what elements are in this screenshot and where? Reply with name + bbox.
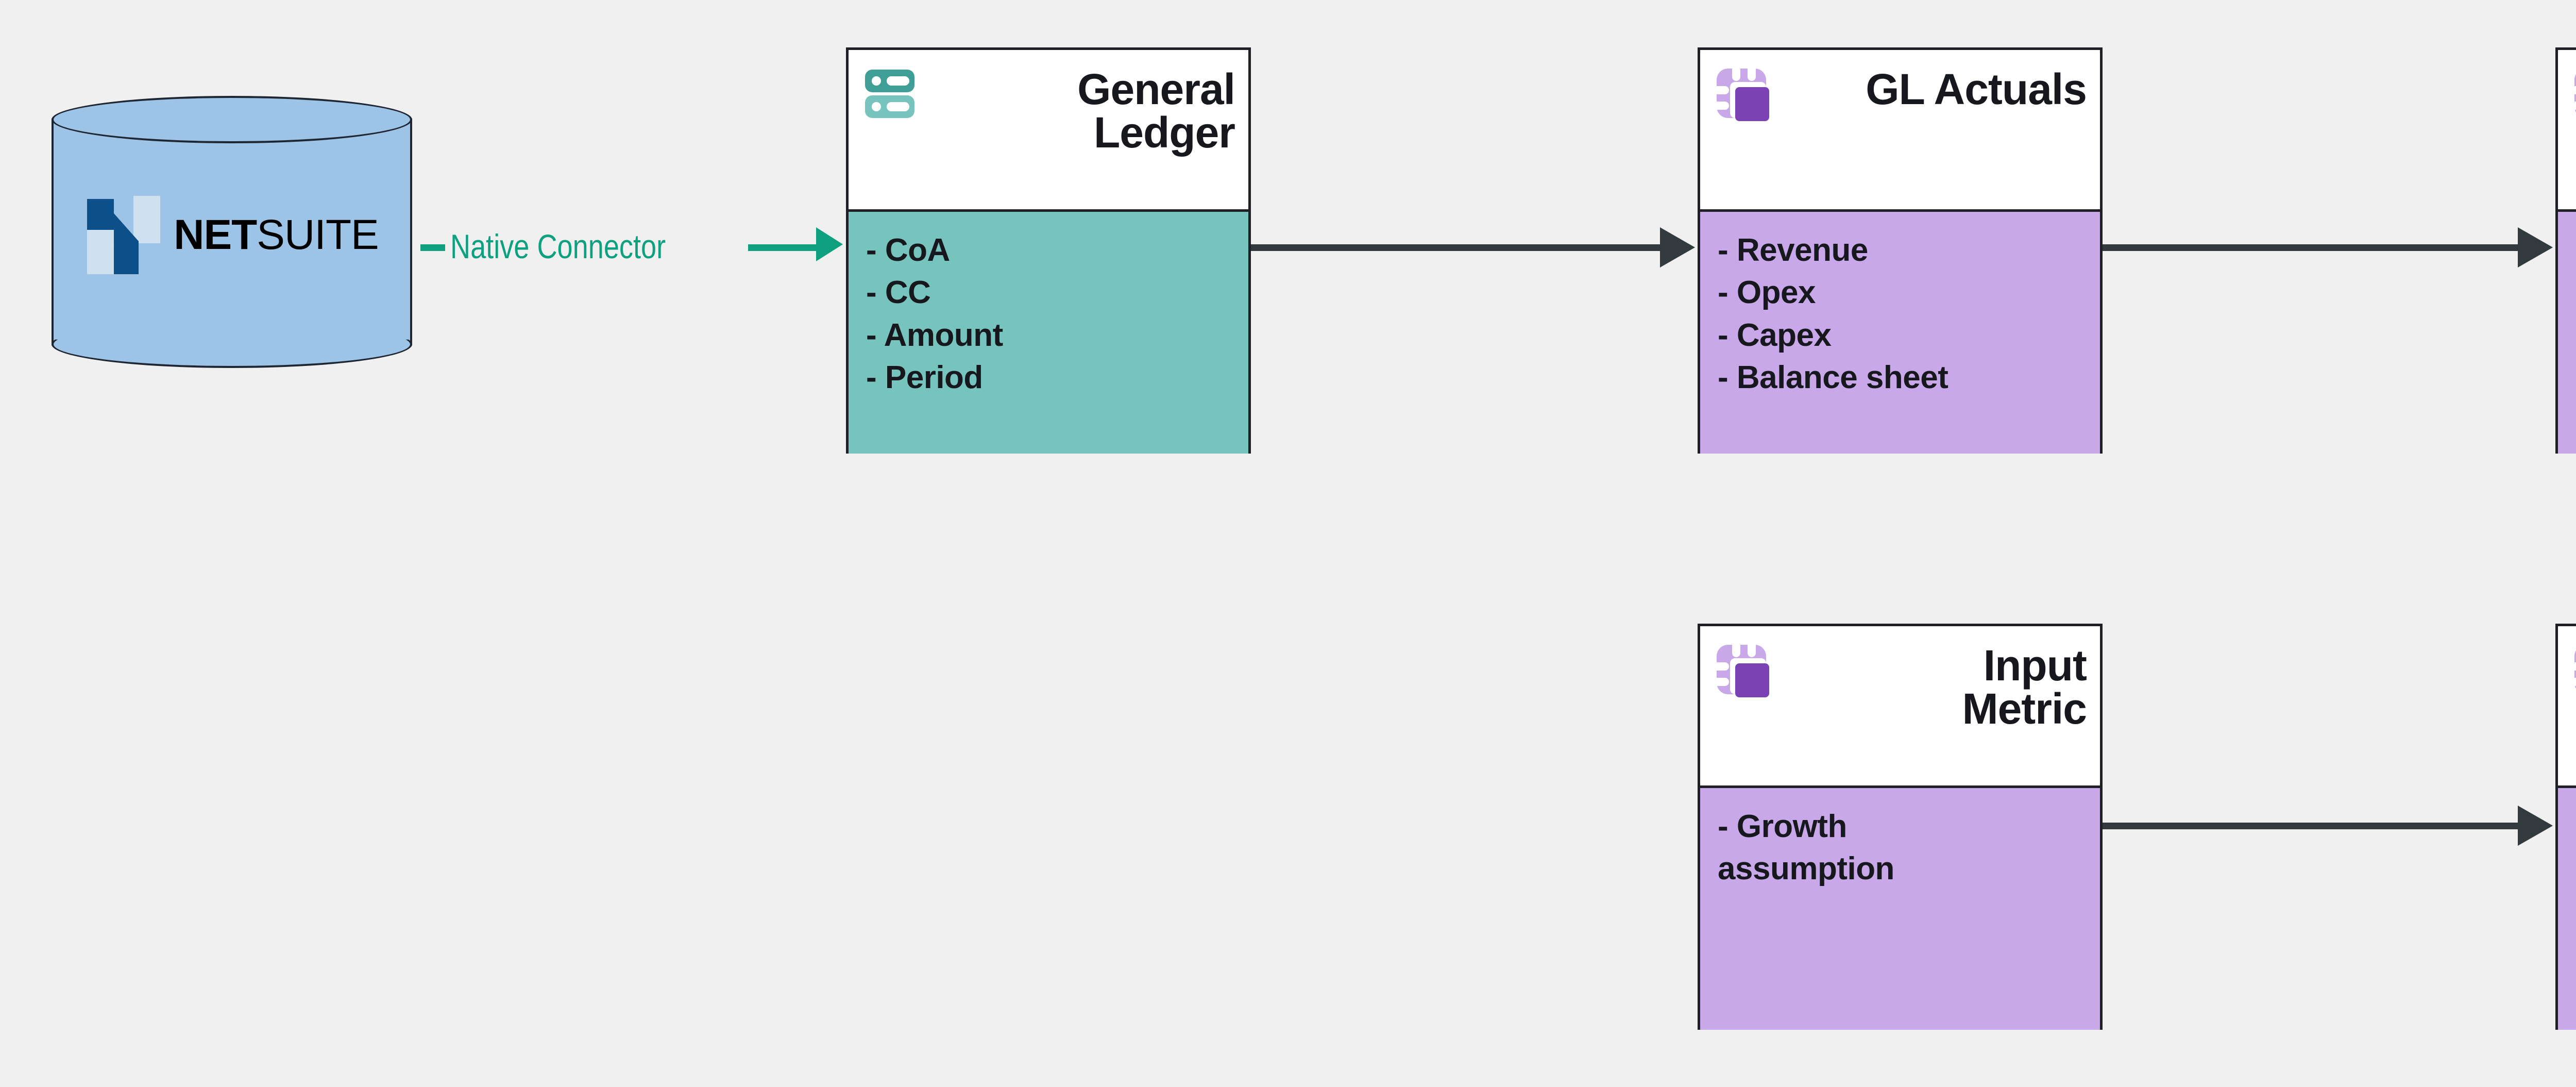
list-item: - Amount: [866, 317, 1003, 353]
list-item: - Revenue: [1718, 232, 1868, 268]
netsuite-logo: NETSUITE: [52, 196, 412, 274]
list-item: - Capex: [1718, 317, 1832, 353]
node-general-ledger[interactable]: General Ledger - CoA - CC - Amount - Per…: [846, 47, 1251, 454]
cylinder-top-ellipse: [52, 96, 412, 143]
node-gl-actuals-title: GL Actuals: [1866, 65, 2087, 113]
list-item: - Growth assumption: [1718, 809, 1894, 887]
chip-icon: [1714, 65, 1769, 121]
node-revenue-actuals-body: - Revenue data: [2558, 212, 2576, 454]
edge-gl-to-glactuals-line: [1251, 244, 1663, 251]
edge-netsuite-to-gl-stub: [420, 244, 445, 251]
edge-inputmetric-to-revforecast-line: [2103, 823, 2521, 829]
node-revenue-actuals-header: Revenue Actuals: [2558, 50, 2576, 212]
node-revenue-actuals[interactable]: Revenue Actuals - Revenue data: [2555, 47, 2576, 454]
node-gl-actuals-body: - Revenue - Opex - Capex - Balance sheet: [1700, 212, 2100, 454]
node-input-metric-body: - Growth assumption: [1700, 788, 2100, 1030]
node-input-metric-header: Input Metric: [1700, 626, 2100, 788]
server-icon: [862, 65, 918, 121]
node-general-ledger-header: General Ledger: [849, 50, 1248, 212]
edge-inputmetric-to-revforecast-arrowhead: [2518, 806, 2553, 846]
netsuite-wordmark-bold: NET: [174, 211, 257, 258]
node-input-metric[interactable]: Input Metric - Growth assumption: [1698, 624, 2103, 1030]
edge-glactuals-to-revactuals-line: [2103, 244, 2521, 251]
node-revenue-forecast-header: Revenue Forecast: [2558, 626, 2576, 788]
list-item: - CoA: [866, 232, 950, 268]
node-gl-actuals[interactable]: GL Actuals - Revenue - Opex - Capex - Ba…: [1698, 47, 2103, 454]
edge-glactuals-to-revactuals-arrowhead: [2518, 227, 2553, 267]
node-gl-actuals-header: GL Actuals: [1700, 50, 2100, 212]
edge-netsuite-to-gl-line: [748, 244, 818, 251]
node-revenue-forecast[interactable]: Revenue Forecast - Revenue forecast calc…: [2555, 624, 2576, 1030]
list-item: - Balance sheet: [1718, 360, 1948, 396]
chip-icon: [1714, 642, 1769, 697]
chip-icon: [2571, 65, 2576, 121]
node-general-ledger-body: - CoA - CC - Amount - Period: [849, 212, 1248, 454]
list-item: - Period: [866, 360, 983, 396]
chip-icon: [2571, 642, 2576, 697]
list-item: - CC: [866, 275, 931, 311]
netsuite-n-mark: [85, 196, 162, 274]
netsuite-wordmark: NETSUITE: [174, 211, 379, 258]
netsuite-wordmark-light: SUITE: [257, 211, 379, 258]
netsuite-datastore[interactable]: NETSUITE: [52, 96, 412, 368]
edge-gl-to-glactuals-arrowhead: [1660, 227, 1695, 267]
list-item: - Opex: [1718, 275, 1816, 311]
node-input-metric-title: Input Metric: [1962, 641, 2087, 733]
node-general-ledger-title: General Ledger: [1077, 65, 1235, 157]
edge-label-native-connector: Native Connector: [450, 227, 666, 265]
edge-netsuite-to-gl-arrowhead: [816, 227, 843, 261]
node-revenue-forecast-body: - Revenue forecast calculation: [2558, 788, 2576, 1030]
